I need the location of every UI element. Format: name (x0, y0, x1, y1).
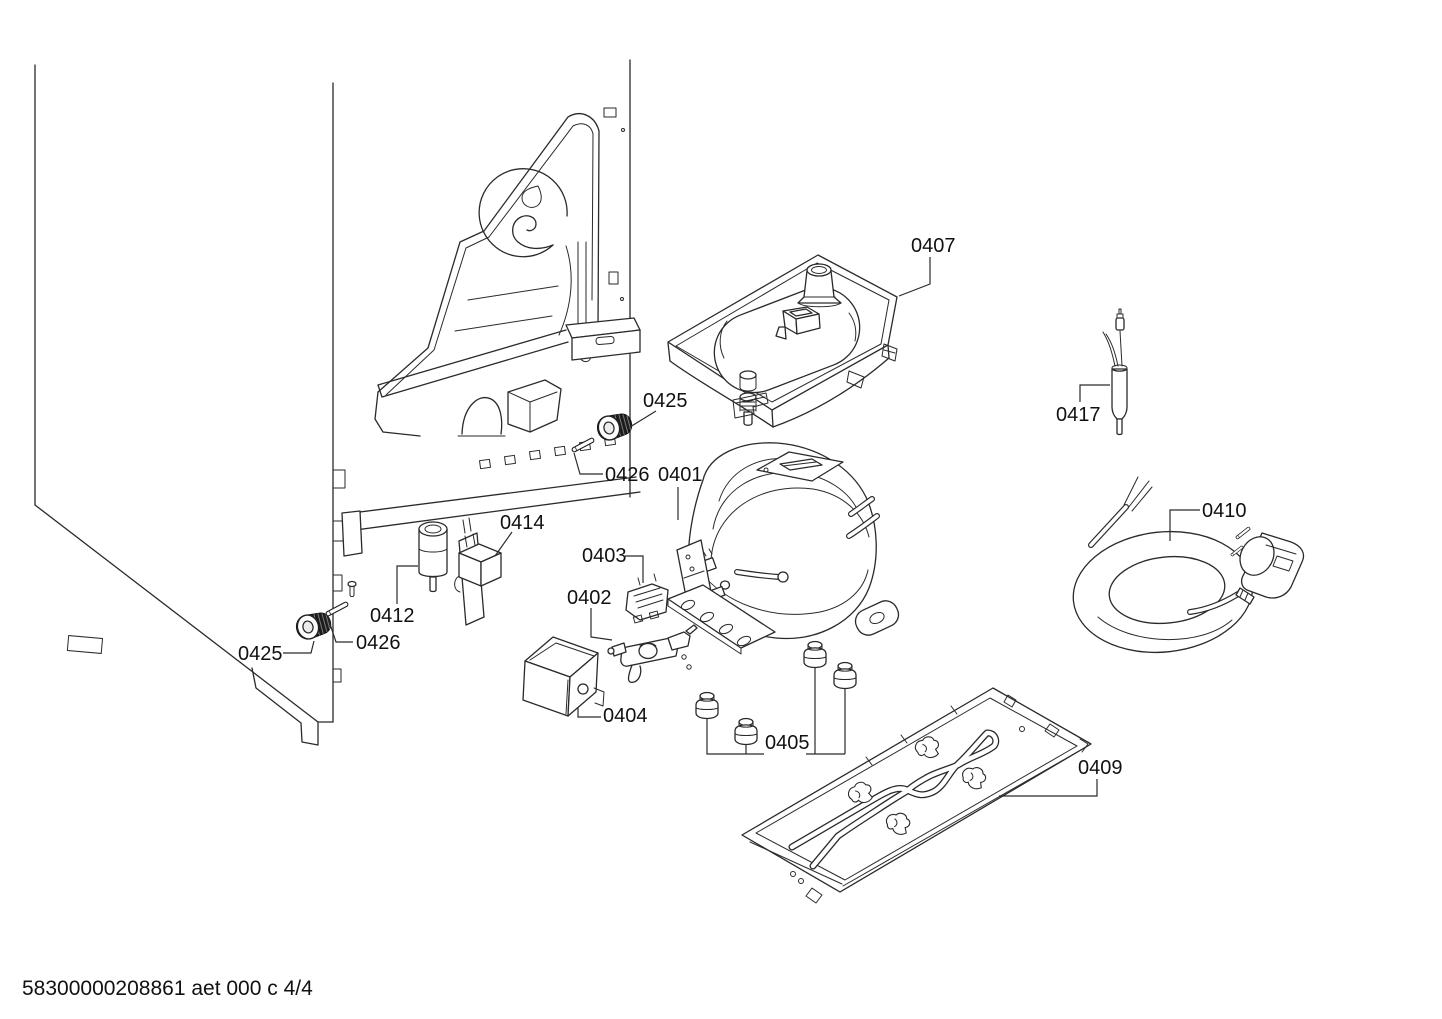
callout-label-0414: 0414 (500, 512, 545, 534)
callout-label-0425-left: 0425 (238, 643, 283, 665)
callout-label-0412: 0412 (370, 605, 415, 627)
callout-label-0409: 0409 (1078, 757, 1123, 779)
callout-labels: 0407 0425 0426 0401 0403 0402 0414 0412 … (238, 235, 1247, 779)
callout-label-0425-top: 0425 (643, 390, 688, 412)
document-number-footer: 58300000208861 aet 000 c 4/4 (22, 977, 313, 1000)
part-grommets-0405 (695, 640, 857, 746)
part-filter-0417 (1102, 308, 1128, 436)
part-dryer-0412 (418, 521, 448, 593)
part-evaporation-tray-0407 (667, 254, 898, 428)
part-grommet-0425-top (594, 409, 636, 444)
compressor-top-bracket (756, 451, 844, 482)
part-overload-protector-0403 (625, 573, 669, 624)
cord-plug (1187, 526, 1305, 615)
part-starter-relay-0402 (607, 624, 698, 683)
part-compressor-0401 (667, 442, 900, 655)
callout-label-0402: 0402 (567, 587, 612, 609)
callout-label-0407: 0407 (911, 235, 956, 257)
condenser-loop (788, 729, 1000, 870)
callout-label-0426-left: 0426 (356, 632, 401, 654)
sensor-box-0414 (458, 533, 502, 587)
part-terminal-cover-0404 (522, 636, 605, 717)
cord-stripped-end (1088, 476, 1153, 548)
rail-screw (347, 580, 357, 597)
tray-clip (775, 306, 821, 340)
callout-label-0410: 0410 (1202, 500, 1247, 522)
part-bracket-0414 (454, 517, 502, 626)
part-power-cord-0410 (1072, 476, 1305, 654)
part-pin-0426-left (324, 600, 350, 618)
tray-dome (713, 286, 861, 394)
part-base-plate-0409 (741, 687, 1092, 904)
compressor-pipes (846, 496, 880, 539)
callout-label-0426-top: 0426 (605, 464, 650, 486)
callout-label-0405: 0405 (765, 732, 810, 754)
compressor-front-tube (734, 569, 789, 583)
callout-leaders (283, 257, 1200, 797)
callout-label-0417: 0417 (1056, 404, 1101, 426)
cabinet-back-view (34, 59, 641, 746)
callout-label-0403: 0403 (582, 545, 627, 567)
callout-label-0404: 0404 (603, 705, 648, 727)
tray-standpipe (797, 263, 842, 308)
compressor-base-plate (667, 584, 900, 655)
tray-foot (739, 370, 757, 392)
swirl-detail (478, 168, 568, 258)
callout-label-0401: 0401 (658, 464, 703, 486)
